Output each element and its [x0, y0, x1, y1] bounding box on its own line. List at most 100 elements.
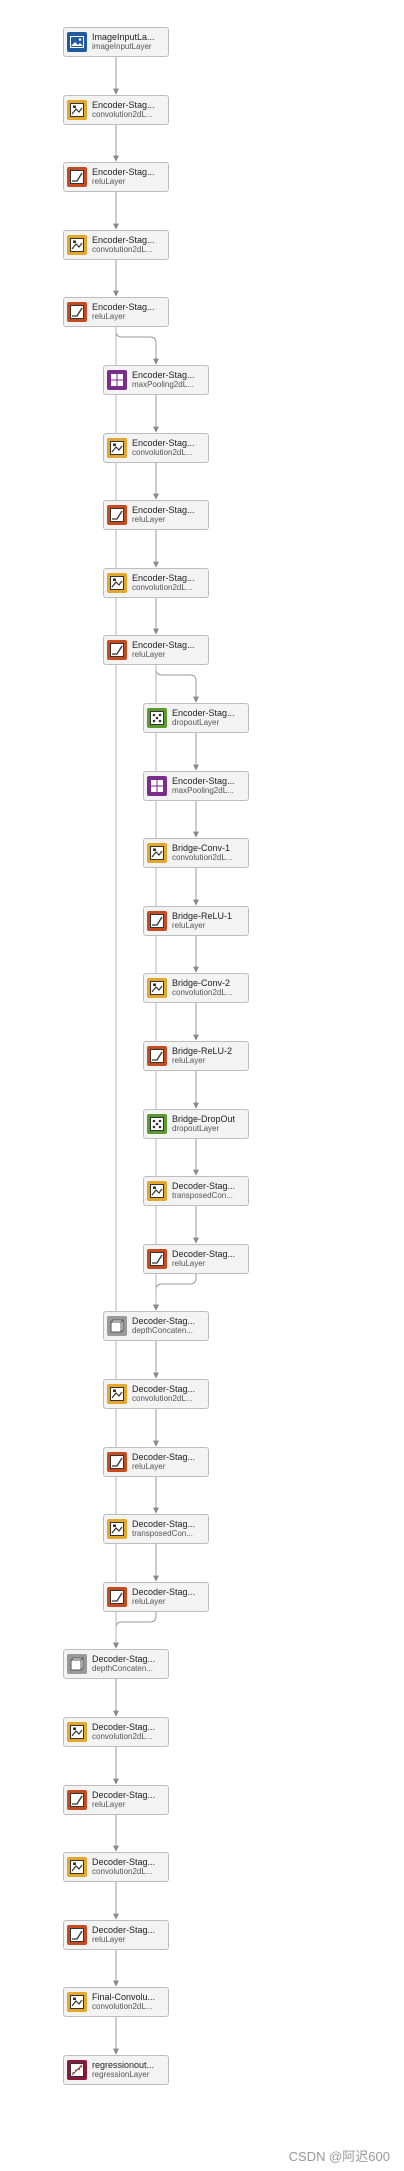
layer-node[interactable]: Final-Convolu...convolution2dL... — [63, 1987, 169, 2017]
layer-type: convolution2dL... — [92, 1867, 153, 1876]
layer-type: reluLayer — [92, 1800, 126, 1809]
layer-type: reluLayer — [172, 1056, 206, 1065]
layer-type: reluLayer — [92, 177, 126, 186]
layer-text: Encoder-Stag...maxPooling2dL... — [132, 371, 195, 390]
layer-type: convolution2dL... — [132, 448, 193, 457]
layer-text: Encoder-Stag...convolution2dL... — [132, 439, 195, 458]
layer-node[interactable]: Encoder-Stag...reluLayer — [103, 635, 209, 665]
layer-connection — [155, 665, 199, 703]
layer-name: Decoder-Stag... — [132, 1587, 196, 1597]
layer-name: Encoder-Stag... — [132, 505, 195, 515]
layer-node[interactable]: Decoder-Stag...transposedCon... — [103, 1514, 209, 1544]
layer-node[interactable]: Encoder-Stag...maxPooling2dL... — [103, 365, 209, 395]
layer-name: Encoder-Stag... — [92, 302, 155, 312]
layer-type: reluLayer — [172, 1259, 206, 1268]
layer-name: Encoder-Stag... — [132, 438, 195, 448]
layer-text: Decoder-Stag...reluLayer — [132, 1453, 195, 1472]
layer-node[interactable]: Decoder-Stag...reluLayer — [63, 1920, 169, 1950]
layer-name: Decoder-Stag... — [132, 1384, 196, 1394]
convolution-icon — [107, 1519, 127, 1539]
layer-type: reluLayer — [92, 1935, 126, 1944]
layer-name: regressionout... — [92, 2060, 155, 2070]
convolution-icon — [107, 573, 127, 593]
layer-node[interactable]: Encoder-Stag...convolution2dL... — [103, 568, 209, 598]
layer-text: Encoder-Stag...convolution2dL... — [92, 101, 155, 120]
layer-name: Decoder-Stag... — [92, 1857, 156, 1867]
layer-type: depthConcaten... — [132, 1326, 193, 1335]
convolution-icon — [147, 1181, 167, 1201]
layer-text: Encoder-Stag...dropoutLayer — [172, 709, 235, 728]
layer-node[interactable]: regressionout...regressionLayer — [63, 2055, 169, 2085]
watermark: CSDN @阿迟600 — [288, 2149, 390, 2164]
layer-text: ImageInputLa...imageInputLayer — [92, 33, 155, 52]
layer-node[interactable]: Decoder-Stag...depthConcaten... — [103, 1311, 209, 1341]
layer-connection — [113, 1612, 157, 1649]
layer-node[interactable]: Encoder-Stag...reluLayer — [63, 162, 169, 192]
layer-type: reluLayer — [132, 1462, 166, 1471]
convolution-icon — [147, 978, 167, 998]
layer-name: ImageInputLa... — [92, 32, 155, 42]
layer-node[interactable]: Decoder-Stag...convolution2dL... — [63, 1717, 169, 1747]
relu-icon — [107, 1587, 127, 1607]
layer-name: Decoder-Stag... — [172, 1249, 236, 1259]
relu-icon — [107, 1452, 127, 1472]
layer-text: Encoder-Stag...convolution2dL... — [132, 574, 195, 593]
layer-node[interactable]: Encoder-Stag...maxPooling2dL... — [143, 771, 249, 801]
layer-name: Decoder-Stag... — [132, 1519, 196, 1529]
layer-node[interactable]: Decoder-Stag...reluLayer — [103, 1582, 209, 1612]
layer-node[interactable]: Encoder-Stag...dropoutLayer — [143, 703, 249, 733]
relu-icon — [67, 302, 87, 322]
layer-type: transposedCon... — [132, 1529, 193, 1538]
layer-type: transposedCon... — [172, 1191, 233, 1200]
max-pooling-icon — [147, 776, 167, 796]
layer-name: Encoder-Stag... — [132, 370, 195, 380]
layer-type: dropoutLayer — [172, 1124, 220, 1133]
layer-name: Decoder-Stag... — [92, 1925, 156, 1935]
layer-node[interactable]: Encoder-Stag...convolution2dL... — [103, 433, 209, 463]
layer-text: Encoder-Stag...reluLayer — [92, 168, 155, 187]
layer-connection — [153, 1274, 197, 1311]
layer-node[interactable]: ImageInputLa...imageInputLayer — [63, 27, 169, 57]
layer-type: convolution2dL... — [92, 2002, 153, 2011]
layer-text: Encoder-Stag...maxPooling2dL... — [172, 777, 235, 796]
layer-node[interactable]: Decoder-Stag...reluLayer — [143, 1244, 249, 1274]
layer-node[interactable]: Decoder-Stag...reluLayer — [63, 1785, 169, 1815]
layer-text: Decoder-Stag...depthConcaten... — [92, 1655, 155, 1674]
layer-name: Encoder-Stag... — [132, 573, 195, 583]
layer-name: Bridge-Conv-1 — [172, 843, 231, 853]
layer-node[interactable]: Encoder-Stag...convolution2dL... — [63, 95, 169, 125]
layer-type: convolution2dL... — [172, 988, 233, 997]
layer-type: dropoutLayer — [172, 718, 220, 727]
layer-text: Decoder-Stag...convolution2dL... — [132, 1385, 195, 1404]
layer-type: maxPooling2dL... — [172, 786, 234, 795]
layer-node[interactable]: Decoder-Stag...convolution2dL... — [103, 1379, 209, 1409]
layer-type: convolution2dL... — [172, 853, 233, 862]
layer-type: convolution2dL... — [132, 583, 193, 592]
layer-node[interactable]: Decoder-Stag...transposedCon... — [143, 1176, 249, 1206]
layer-node[interactable]: Encoder-Stag...reluLayer — [103, 500, 209, 530]
layer-node[interactable]: Encoder-Stag...convolution2dL... — [63, 230, 169, 260]
layer-node[interactable]: Decoder-Stag...reluLayer — [103, 1447, 209, 1477]
relu-icon — [147, 1249, 167, 1269]
layer-name: Encoder-Stag... — [172, 708, 235, 718]
layer-node[interactable]: Decoder-Stag...convolution2dL... — [63, 1852, 169, 1882]
relu-icon — [67, 167, 87, 187]
layer-name: Decoder-Stag... — [132, 1316, 196, 1326]
layer-node[interactable]: Encoder-Stag...reluLayer — [63, 297, 169, 327]
layer-text: Decoder-Stag...transposedCon... — [172, 1182, 235, 1201]
layer-node[interactable]: Decoder-Stag...depthConcaten... — [63, 1649, 169, 1679]
layer-name: Encoder-Stag... — [172, 776, 235, 786]
layer-type: reluLayer — [132, 515, 166, 524]
convolution-icon — [147, 843, 167, 863]
